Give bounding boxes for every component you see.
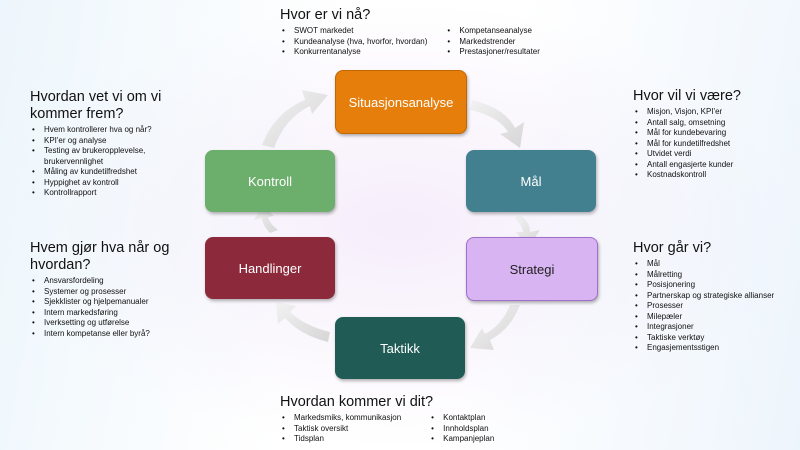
list-item: Sjekklister og hjelpemanualer [32, 297, 200, 308]
list-item: Markedstrender [447, 37, 539, 48]
list-item: Hvem kontrollerer hva og når? [32, 125, 190, 136]
list-item: Tidsplan [282, 434, 401, 445]
step-strategi: Strategi [466, 237, 598, 301]
list-item: Intern markedsføring [32, 308, 200, 319]
list-item: Testing av brukeropplevelse, brukervennl… [32, 146, 190, 167]
list-item: KPI'er og analyse [32, 136, 190, 147]
list-item: Konkurrentanalyse [282, 47, 427, 58]
step-situasjonsanalyse: Situasjonsanalyse [335, 70, 467, 134]
list-item: Engasjementsstigen [635, 343, 774, 354]
arrow-icon [470, 100, 524, 148]
step-label: Handlinger [238, 260, 302, 276]
step-label: Mål [520, 173, 542, 189]
list-item: Integrasjoner [635, 322, 774, 333]
list-item: Hyppighet av kontroll [32, 178, 190, 189]
list-item: Kontrollrapport [32, 188, 190, 199]
block-how-do-we-know: Hvordan vet vi om vi kommer frem? Hvem k… [30, 89, 190, 199]
list-item: Kampanjeplan [431, 434, 494, 445]
step-label: Situasjonsanalyse [348, 94, 454, 110]
arrow-icon [262, 90, 328, 148]
block-title: Hvordan kommer vi dit? [280, 394, 434, 410]
list-item: Prestasjoner/resultater [447, 47, 540, 58]
block-title: Hvem gjør hva når og hvordan? [30, 240, 170, 273]
arrow-icon [276, 302, 330, 342]
block-title: Hvor er vi nå? [280, 7, 371, 23]
step-kontroll: Kontroll [205, 150, 335, 212]
list-item: Iverksetting og utførelse [32, 318, 200, 329]
step-maal: Mål [466, 150, 596, 212]
block-who-does-what: Hvem gjør hva når og hvordan? Ansvarsfor… [30, 240, 200, 339]
list-item: Måling av kundetilfredshet [32, 167, 190, 178]
list-item: Intern kompetanse eller byrå? [32, 329, 200, 340]
step-label: Strategi [509, 261, 555, 277]
block-where-are-we: Hvor er vi nå? SWOT markedetKundeanalyse… [280, 7, 540, 58]
list-item: Partnerskap og strategiske allianser [635, 291, 774, 302]
list-item: Mål for kundebevaring [635, 128, 741, 139]
list-item: Taktisk oversikt [282, 424, 401, 435]
block-how-do-we-get-there: Hvordan kommer vi dit? Markedsmiks, komm… [280, 394, 494, 445]
block-title: Hvor vil vi være? [633, 88, 741, 104]
list-item: Utvidet verdi [635, 149, 741, 160]
step-label: Taktikk [380, 340, 420, 356]
step-taktikk: Taktikk [335, 317, 465, 379]
list-item: Prosesser [635, 301, 774, 312]
list-item: Taktiske verktøy [635, 333, 774, 344]
block-where-do-we-want-to-be: Hvor vil vi være? Misjon, Visjon, KPI'er… [633, 88, 741, 181]
list-item: Mål for kundetilfredshet [635, 139, 741, 150]
list-item: Kostnadskontroll [635, 170, 741, 181]
list-item: Kontaktplan [431, 413, 494, 424]
list-item: Målretting [635, 270, 774, 281]
step-label: Kontroll [247, 173, 293, 189]
list-item: Ansvarsfordeling [32, 276, 200, 287]
block-where-are-we-going: Hvor går vi? MålMålrettingPosisjoneringP… [633, 240, 774, 354]
list-item: Kompetanseanalyse [447, 26, 539, 37]
block-title: Hvordan vet vi om vi kommer frem? [30, 89, 162, 122]
list-item: Antall engasjerte kunder [635, 160, 741, 171]
list-item: Posisjonering [635, 280, 774, 291]
list-item: Misjon, Visjon, KPI'er [635, 107, 741, 118]
list-item: Kundeanalyse (hva, hvorfor, hvordan) [282, 37, 427, 48]
list-item: Systemer og prosesser [32, 287, 200, 298]
list-item: Innholdsplan [431, 424, 494, 435]
arrow-icon [254, 205, 278, 233]
list-item: Antall salg, omsetning [635, 118, 741, 129]
step-handlinger: Handlinger [205, 237, 335, 299]
block-title: Hvor går vi? [633, 240, 712, 256]
arrow-icon [470, 305, 520, 350]
list-item: Mål [635, 259, 774, 270]
list-item: SWOT markedet [282, 26, 427, 37]
list-item: Markedsmiks, kommunikasjon [282, 413, 401, 424]
list-item: Milepæler [635, 312, 774, 323]
